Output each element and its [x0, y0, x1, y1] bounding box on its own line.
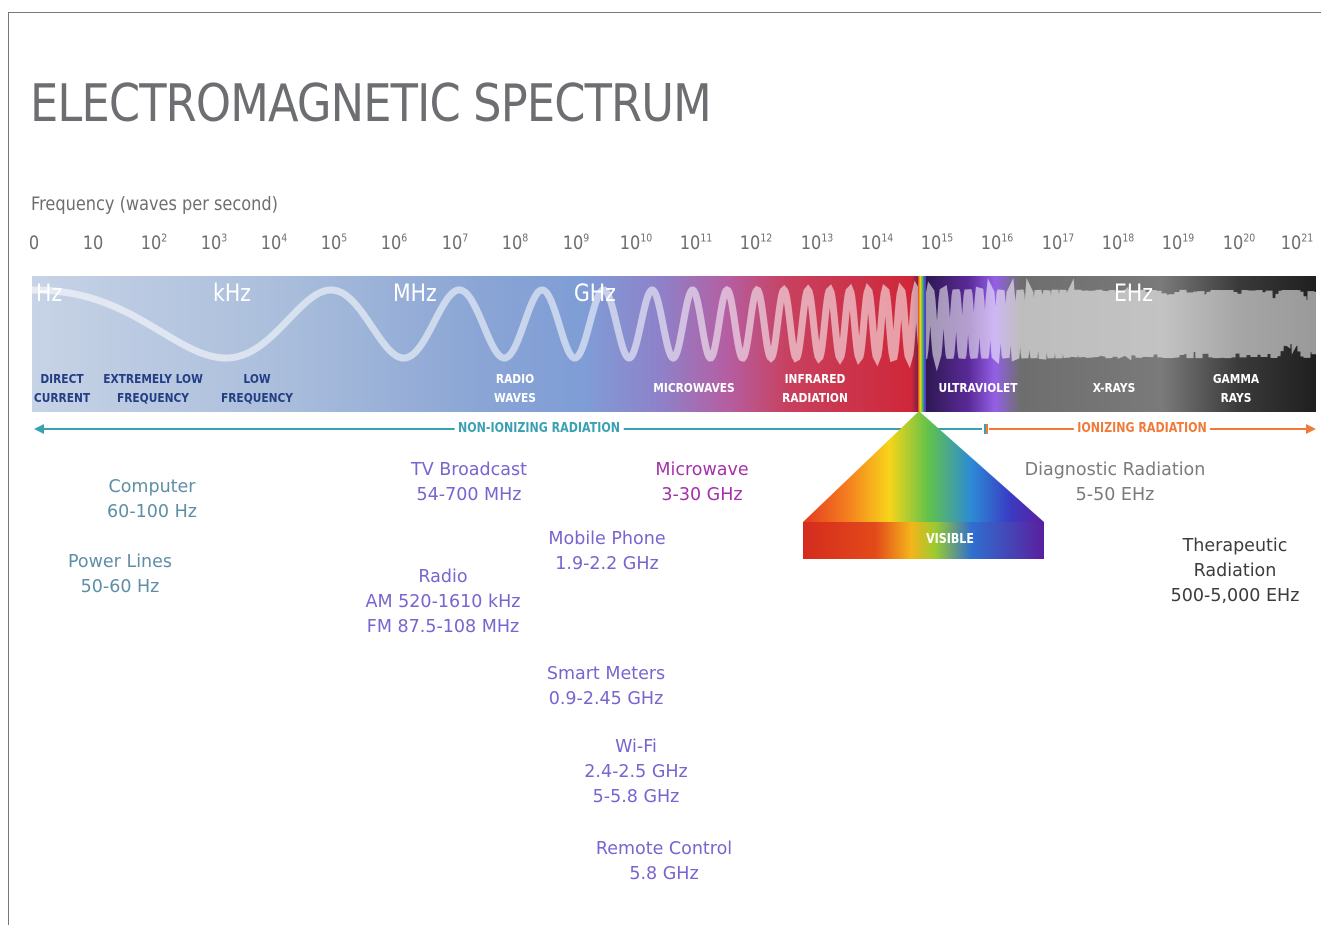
ionizing-label: IONIZING RADIATION — [1073, 421, 1211, 436]
tick-label: 108 — [501, 231, 529, 254]
tick-label: 1012 — [739, 231, 773, 254]
visible-label: VISIBLE — [926, 532, 974, 547]
ionizing-arrowhead-icon — [1306, 424, 1316, 434]
unit-hz: Hz — [36, 279, 63, 307]
tick-label: 1016 — [980, 231, 1014, 254]
visible-prism-base — [803, 522, 1044, 559]
tick-label: 1020 — [1222, 231, 1256, 254]
tick-label: 104 — [260, 231, 288, 254]
unit-ghz: GHz — [574, 279, 616, 307]
region-x-rays: X-RAYS — [1092, 380, 1136, 395]
unit-mhz: MHz — [393, 279, 437, 307]
tick-label: 1014 — [860, 231, 894, 254]
region-gamma-rays: GAMMA RAYS — [1212, 371, 1260, 405]
tick-label: 0 — [28, 232, 40, 254]
tick-label: 107 — [441, 231, 469, 254]
tick-label: 10 — [82, 232, 104, 254]
unit-khz: kHz — [213, 279, 251, 307]
tick-label: 1010 — [619, 231, 653, 254]
non-ionizing-label: NON-IONIZING RADIATION — [454, 421, 624, 436]
tick-label: 106 — [380, 231, 408, 254]
frame-top-border — [8, 12, 1321, 13]
frequency-axis-label: Frequency (waves per second) — [31, 193, 278, 215]
region-direct-current: DIRECT CURRENT — [33, 371, 91, 405]
spectrum-band — [32, 276, 1316, 412]
diagram-title: ELECTROMAGNETIC SPECTRUM — [30, 74, 712, 134]
tick-label: 105 — [320, 231, 348, 254]
tick-label: 1011 — [679, 231, 713, 254]
region-radio-waves: RADIO WAVES — [494, 371, 536, 405]
visible-light-strip — [918, 276, 926, 412]
tick-label: 1019 — [1161, 231, 1195, 254]
visible-prism — [803, 412, 1044, 522]
region-infrared: INFRARED RADIATION — [782, 371, 848, 405]
region-ultraviolet: ULTRAVIOLET — [938, 380, 1018, 395]
tick-label: 109 — [562, 231, 590, 254]
wave-graphic — [32, 276, 1316, 412]
wave-line — [32, 277, 1316, 372]
non-ionizing-arrowhead-icon — [34, 424, 44, 434]
region-microwaves: MICROWAVES — [653, 380, 735, 395]
tick-label: 1013 — [800, 231, 834, 254]
region-extremely-low-frequency: EXTREMELY LOW FREQUENCY — [103, 371, 203, 405]
region-low-frequency: LOW FREQUENCY — [220, 371, 294, 405]
tick-label: 1018 — [1101, 231, 1135, 254]
tick-label: 103 — [200, 231, 228, 254]
tick-label: 1021 — [1280, 231, 1314, 254]
tick-label: 1015 — [920, 231, 954, 254]
unit-ehz: EHz — [1114, 279, 1153, 307]
tick-label: 1017 — [1041, 231, 1075, 254]
frame-left-border — [8, 12, 9, 925]
tick-label: 102 — [140, 231, 168, 254]
